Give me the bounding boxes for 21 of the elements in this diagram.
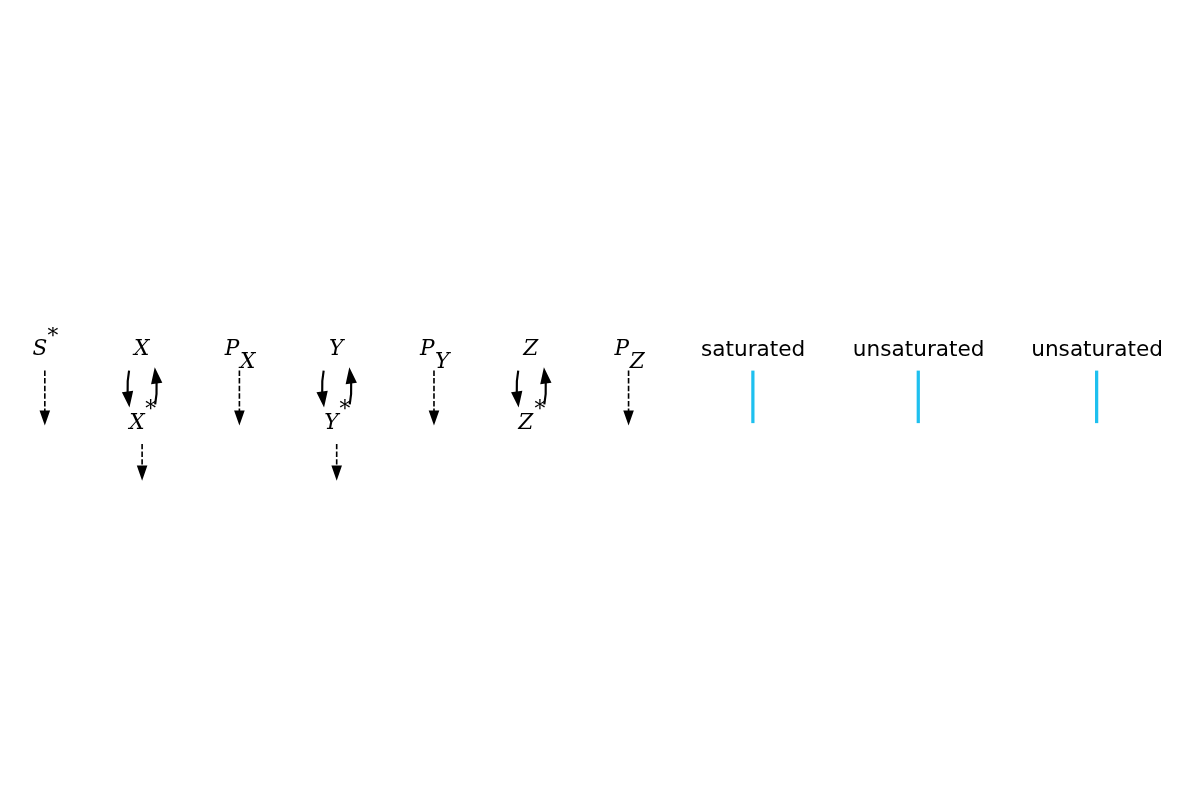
node-text: unsaturated — [1031, 336, 1163, 362]
node-text: Y — [329, 335, 344, 361]
connector — [1095, 370, 1099, 424]
connector — [751, 370, 755, 424]
arrow — [121, 370, 134, 408]
arrow — [540, 367, 552, 405]
arrow — [623, 369, 634, 426]
arrow — [428, 369, 440, 426]
arrow — [234, 369, 245, 426]
node-text: Z — [523, 335, 539, 361]
connector — [916, 370, 920, 424]
node-text: X — [134, 335, 150, 361]
arrow — [331, 443, 342, 481]
node-text: saturated — [700, 336, 806, 362]
arrow — [345, 367, 357, 405]
node-text: unsaturated — [852, 336, 985, 362]
arrow — [316, 370, 328, 408]
arrow — [511, 370, 523, 408]
arrow — [136, 443, 148, 481]
arrow — [151, 367, 163, 405]
arrow — [39, 369, 51, 426]
